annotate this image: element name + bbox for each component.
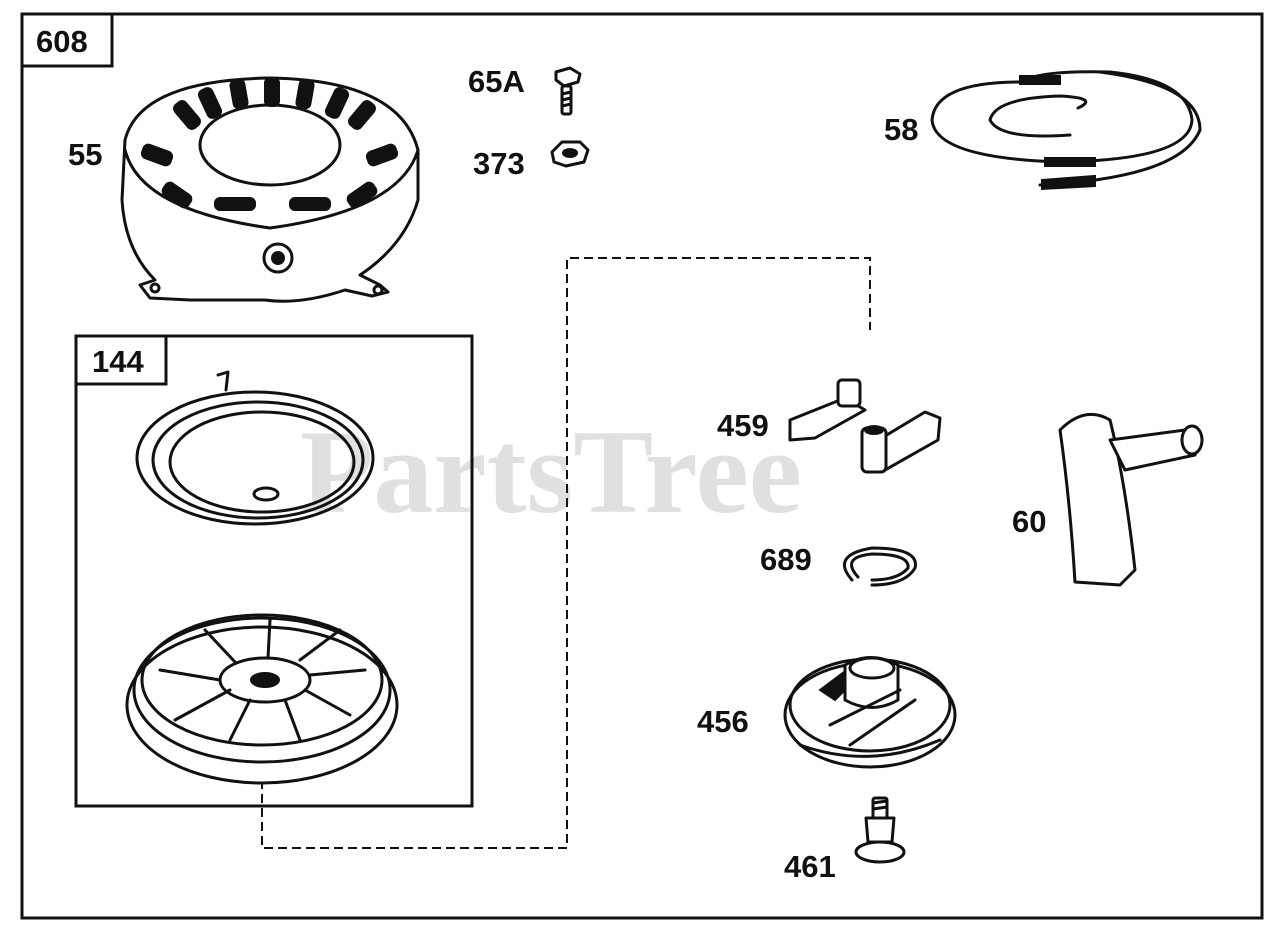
part-label-461: 461 bbox=[784, 849, 836, 884]
part-456-cam bbox=[783, 656, 957, 769]
part-373-nut bbox=[550, 140, 590, 168]
part-recoil-spring bbox=[135, 370, 375, 526]
part-58-rope bbox=[930, 70, 1202, 191]
part-60-handle bbox=[1058, 412, 1204, 587]
part-label-689: 689 bbox=[760, 542, 812, 577]
subassembly-tag-box bbox=[74, 334, 168, 386]
subassembly-number: 144 bbox=[92, 344, 144, 379]
part-label-58: 58 bbox=[884, 112, 918, 147]
part-65a-screw bbox=[554, 66, 582, 116]
subassembly-frame bbox=[74, 334, 474, 808]
part-label-373: 373 bbox=[473, 146, 525, 181]
watermark-text: PartsTree bbox=[300, 405, 802, 538]
part-label-456: 456 bbox=[697, 704, 749, 739]
part-label-459: 459 bbox=[717, 408, 769, 443]
part-55-housing bbox=[120, 76, 420, 303]
part-label-65a: 65A bbox=[468, 64, 525, 99]
part-461-screw bbox=[854, 796, 906, 864]
outer-frame bbox=[20, 12, 1264, 920]
part-label-60: 60 bbox=[1012, 504, 1046, 539]
part-label-55: 55 bbox=[68, 137, 102, 172]
assembly-number: 608 bbox=[36, 24, 88, 59]
assembly-tag-box bbox=[20, 12, 114, 68]
connector-line-144-to-456 bbox=[261, 257, 871, 849]
part-689-ring bbox=[843, 546, 917, 587]
part-459-pawls bbox=[788, 378, 942, 474]
part-pulley bbox=[125, 613, 399, 785]
